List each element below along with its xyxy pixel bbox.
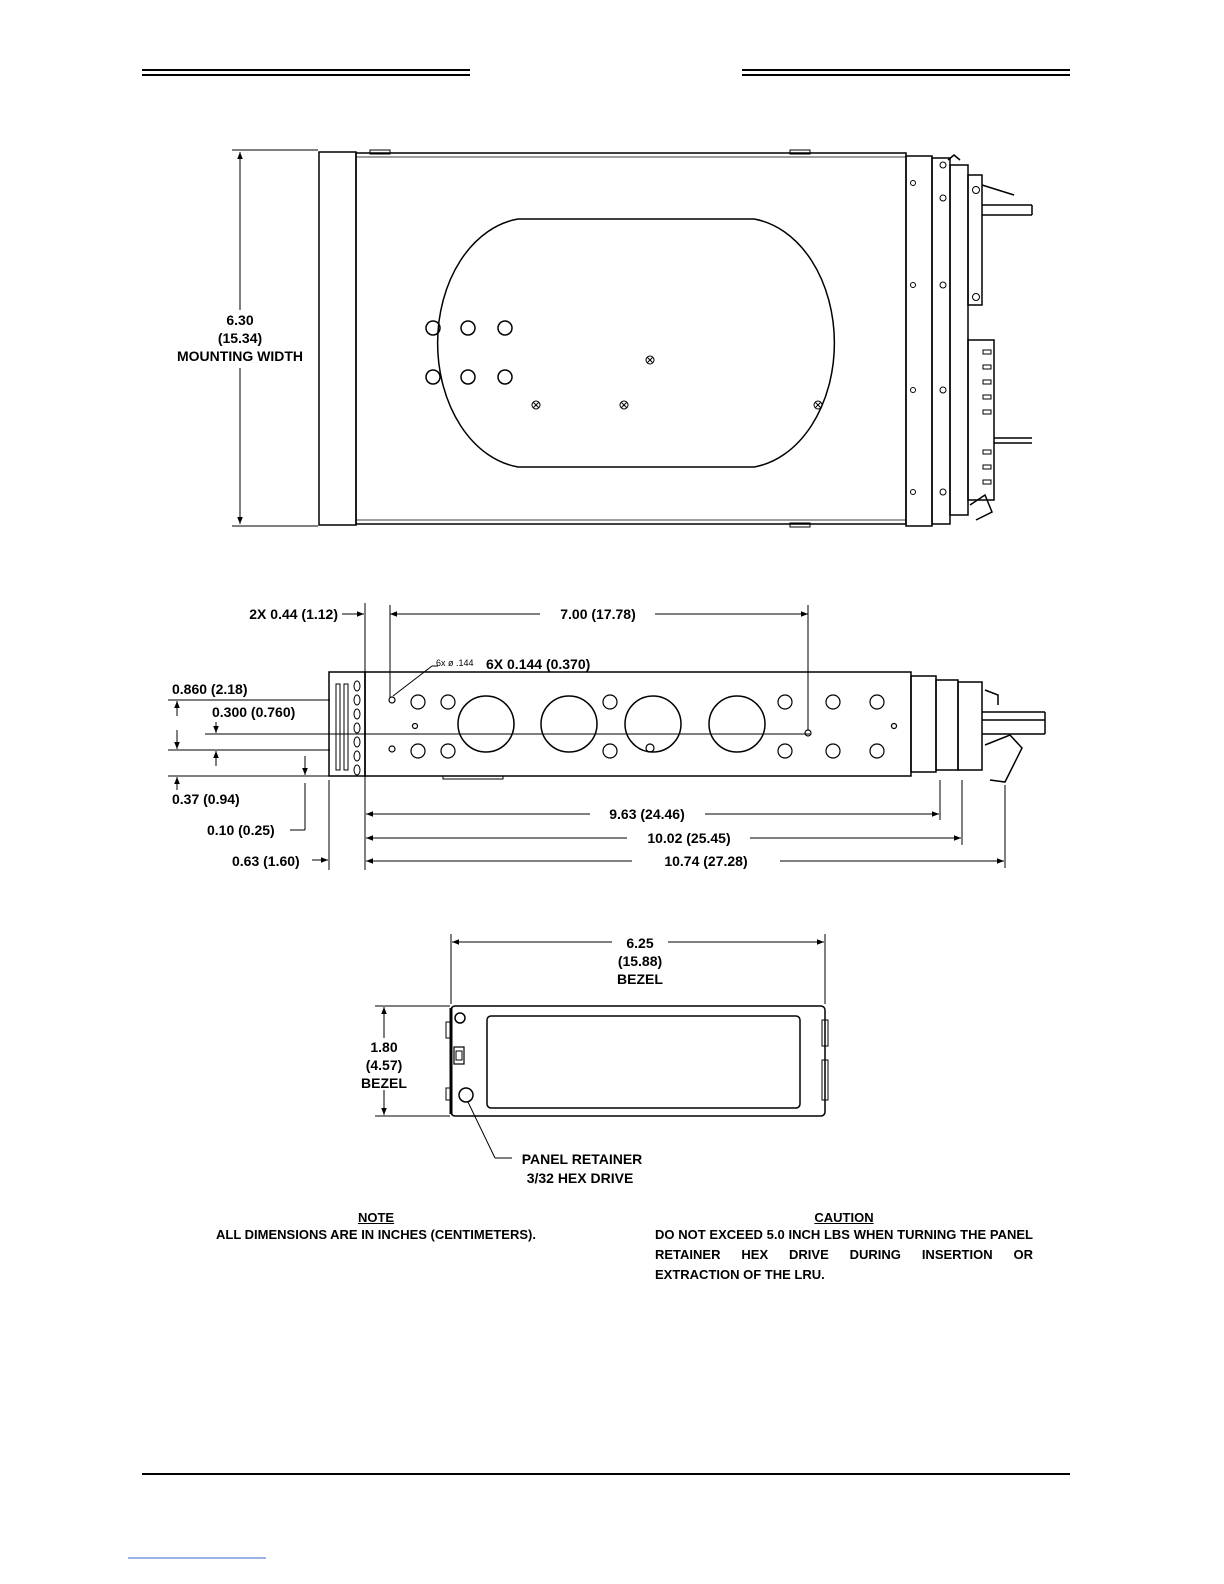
bezel-width-label: BEZEL: [617, 971, 663, 987]
note-title: NOTE: [357, 1210, 395, 1225]
footer-rules: [128, 1473, 1070, 1559]
dim-1074: 10.74 (27.28): [664, 853, 747, 869]
mounting-width-cm: (15.34): [218, 330, 262, 346]
dim-1002: 10.02 (25.45): [647, 830, 730, 846]
caution-title: CAUTION: [814, 1210, 874, 1225]
side-view-dimensions: [168, 603, 1006, 870]
note-block: NOTE ALL DIMENSIONS ARE IN INCHES (CENTI…: [186, 1210, 566, 1242]
front-view: [445, 1005, 829, 1117]
dim-063: 0.63 (1.60): [232, 853, 300, 869]
bezel-height-inches: 1.80: [370, 1039, 397, 1055]
dim-963: 9.63 (24.46): [609, 806, 685, 822]
dim-037: 0.37 (0.94): [172, 791, 240, 807]
dim-2x-044: 2X 0.44 (1.12): [249, 606, 338, 622]
bezel-height-label: BEZEL: [361, 1075, 407, 1091]
bezel-width-inches: 6.25: [626, 935, 653, 951]
hole-callout-small: 6x ø .144: [436, 658, 474, 668]
mounting-width-dimension: [232, 149, 318, 527]
caution-block: CAUTION DO NOT EXCEED 5.0 INCH LBS WHEN …: [655, 1210, 1033, 1285]
bezel-height-cm: (4.57): [366, 1057, 403, 1073]
header-rules: [142, 69, 1070, 76]
dim-010: 0.10 (0.25): [207, 822, 275, 838]
side-view: [328, 671, 1046, 783]
front-view-dimensions: [375, 934, 826, 1159]
dim-0860: 0.860 (2.18): [172, 681, 248, 697]
bezel-width-cm: (15.88): [618, 953, 662, 969]
dim-700: 7.00 (17.78): [560, 606, 636, 622]
caution-body: DO NOT EXCEED 5.0 INCH LBS WHEN TURNING …: [655, 1227, 1033, 1282]
retainer-label-line2: 3/32 HEX DRIVE: [527, 1170, 634, 1186]
top-view: [318, 149, 1033, 528]
hole-callout: 6X 0.144 (0.370): [486, 656, 590, 672]
dim-0300: 0.300 (0.760): [212, 704, 295, 720]
retainer-label-line1: PANEL RETAINER: [522, 1151, 643, 1167]
mounting-width-label: MOUNTING WIDTH: [177, 348, 303, 364]
note-body: ALL DIMENSIONS ARE IN INCHES (CENTIMETER…: [216, 1227, 536, 1242]
mounting-width-inches: 6.30: [226, 312, 253, 328]
